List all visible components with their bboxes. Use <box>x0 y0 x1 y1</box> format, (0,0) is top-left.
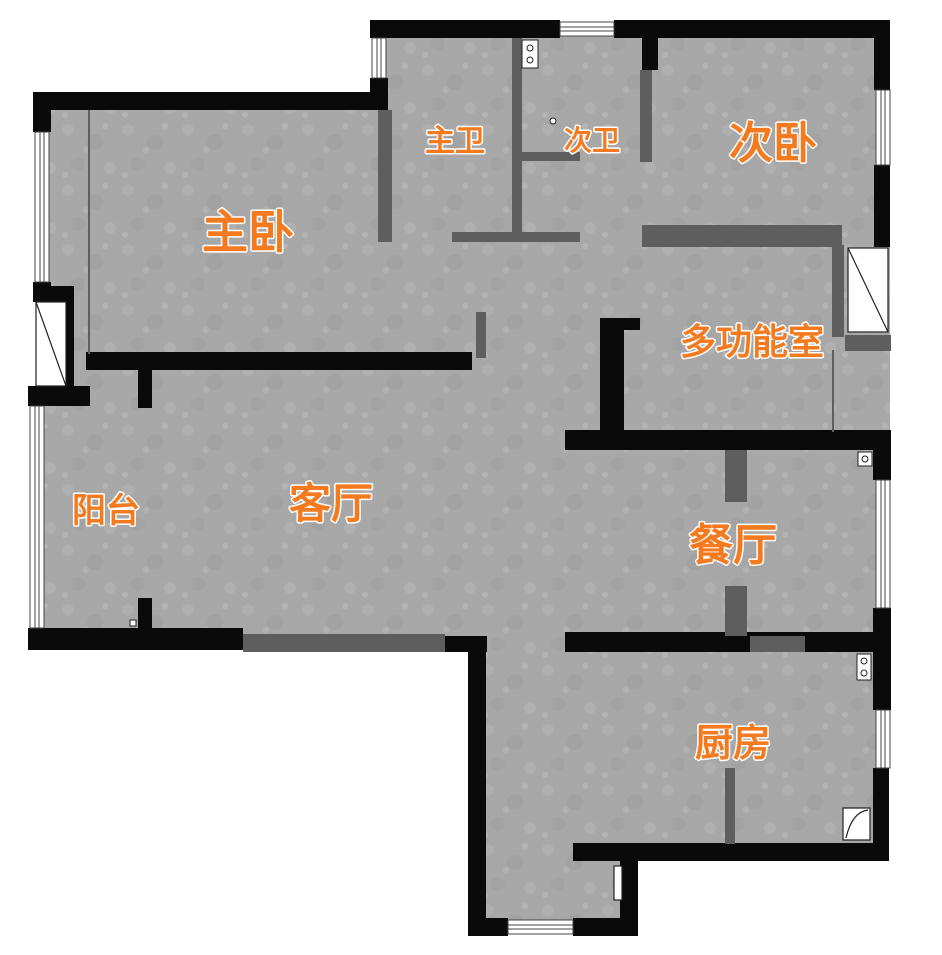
room-label-living-room: 客厅 <box>289 479 373 528</box>
room-label-master-bath: 主卫 <box>425 124 485 159</box>
room-label-second-bath: 次卫 <box>564 124 620 157</box>
doors <box>35 247 889 901</box>
room-label-multi-room: 多功能室 <box>680 322 824 363</box>
fixtures <box>129 39 873 681</box>
room-label-dining-room: 餐厅 <box>689 520 777 571</box>
interior-walls <box>86 38 890 652</box>
partitions <box>88 38 891 844</box>
room-label-master-bedroom: 主卧 <box>202 205 294 259</box>
room-label-second-bedroom: 次卧 <box>729 118 817 169</box>
room-label-balcony: 阳台 <box>72 491 140 531</box>
windows <box>29 21 891 935</box>
room-labels: 主卧 主卫 次卫 次卧 多功能室 阳台 客厅 餐厅 厨房 <box>71 117 826 767</box>
room-label-kitchen: 厨房 <box>695 721 771 765</box>
